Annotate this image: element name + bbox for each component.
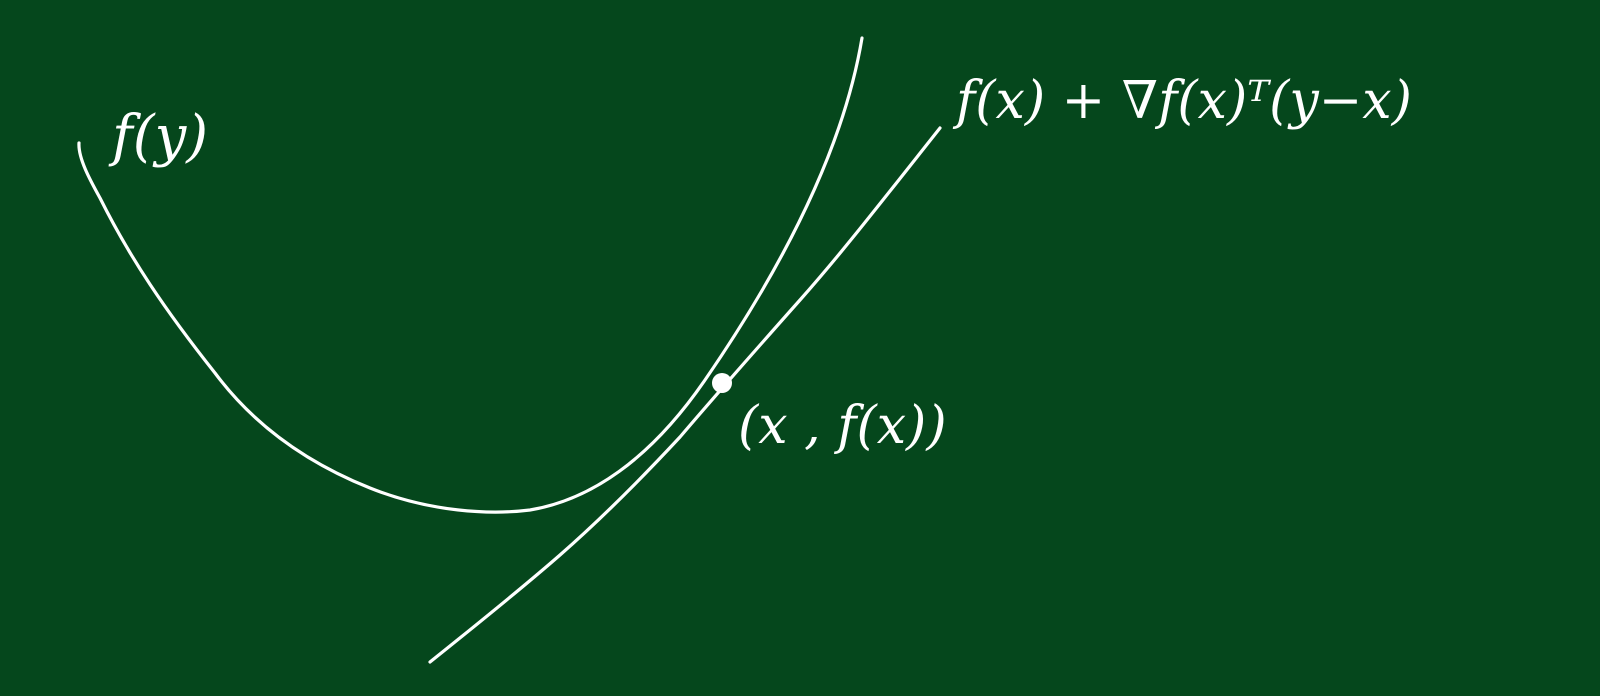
function-label: f(y) xyxy=(108,104,208,169)
point-label: (x , f(x)) xyxy=(738,396,947,456)
function-curve xyxy=(77,36,864,514)
tangent-label: f(x) + ∇f(x)ᵀ(y−x) xyxy=(952,71,1412,131)
tangent-line xyxy=(428,126,942,664)
tangent-point-dot xyxy=(712,373,732,393)
